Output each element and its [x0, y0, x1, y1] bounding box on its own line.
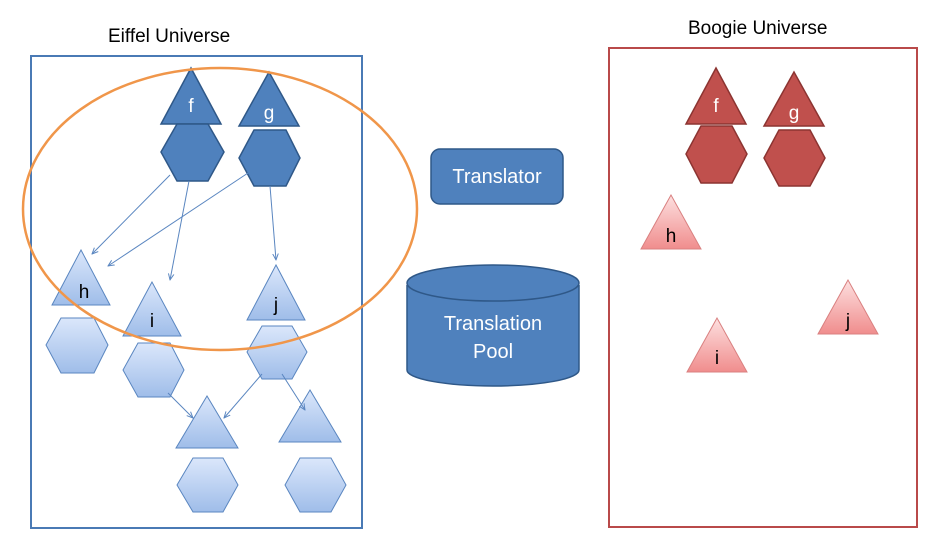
boogie-node-j-label: j	[845, 311, 850, 332]
eiffel-node-bottom-right-triangle	[278, 389, 342, 443]
translation-pool-label-line2: Pool	[473, 341, 513, 363]
boogie-node-j-triangle	[817, 278, 879, 335]
eiffel-node-g: g	[237, 70, 301, 187]
boogie-node-g-label: g	[789, 103, 800, 124]
eiffel-node-g-hexagon	[238, 129, 301, 187]
eiffel-node-i: i	[122, 280, 185, 398]
eiffel-node-bottom-left	[175, 395, 239, 513]
eiffel-node-i-label: i	[150, 311, 154, 332]
boogie-node-h: h	[640, 193, 702, 250]
arrow-g-to-h	[108, 172, 249, 266]
translator-label: Translator	[452, 166, 542, 188]
translator-box: Translator	[430, 148, 564, 205]
eiffel-node-bottom-left-triangle	[175, 395, 239, 449]
eiffel-node-h-triangle	[51, 248, 111, 306]
eiffel-node-g-label: g	[264, 103, 275, 124]
eiffel-node-h-hexagon	[45, 317, 109, 374]
eiffel-node-i-triangle	[122, 280, 182, 337]
eiffel-node-f-label: f	[188, 96, 194, 117]
eiffel-node-bottom-left-hexagon	[176, 457, 239, 513]
boogie-node-g: g	[762, 70, 826, 187]
boogie-node-i-label: i	[715, 348, 719, 369]
eiffel-node-i-hexagon	[122, 342, 185, 398]
arrow-f-to-i	[170, 180, 190, 280]
boogie-node-j: j	[817, 278, 879, 335]
boogie-node-g-triangle	[762, 70, 826, 127]
eiffel-node-f-hexagon	[160, 123, 225, 182]
eiffel-node-h: h	[45, 248, 111, 374]
boogie-node-h-triangle	[640, 193, 702, 250]
eiffel-node-g-triangle	[237, 70, 301, 127]
arrow-i-to-bottom-left	[167, 392, 193, 418]
boogie-node-i: i	[686, 316, 748, 373]
eiffel-node-j: j	[246, 263, 308, 380]
eiffel-node-h-label: h	[79, 282, 90, 303]
eiffel-universe-frame	[30, 55, 363, 529]
translation-pool-label-line1: Translation	[444, 313, 542, 335]
boogie-universe-frame	[608, 47, 918, 528]
eiffel-node-f: f	[159, 66, 225, 182]
eiffel-node-j-hexagon	[246, 325, 308, 380]
boogie-node-h-label: h	[666, 226, 677, 247]
boogie-node-f-hexagon	[685, 125, 748, 184]
translation-pool: Translation Pool	[406, 264, 580, 387]
translation-pool-top	[406, 264, 580, 302]
eiffel-node-bottom-right	[278, 389, 347, 513]
arrow-j-to-bottom-right	[281, 373, 305, 410]
eiffel-node-j-label: j	[273, 295, 278, 316]
eiffel-universe-title: Eiffel Universe	[108, 26, 231, 47]
eiffel-node-j-triangle	[246, 263, 306, 321]
boogie-node-f: f	[684, 66, 748, 184]
translator-box-shape	[430, 148, 564, 205]
boogie-node-f-triangle	[684, 66, 748, 125]
eiffel-node-bottom-right-hexagon	[284, 457, 347, 513]
arrow-f-to-h	[92, 174, 171, 254]
boogie-node-f-label: f	[713, 96, 719, 117]
boogie-node-i-triangle	[686, 316, 748, 373]
arrow-j-to-bottom-left	[224, 373, 263, 418]
boogie-universe-title: Boogie Universe	[688, 18, 828, 39]
eiffel-focus-ellipse	[21, 66, 419, 352]
translation-pool-body	[406, 285, 580, 387]
arrow-g-to-j	[269, 185, 276, 260]
boogie-node-g-hexagon	[763, 129, 826, 187]
